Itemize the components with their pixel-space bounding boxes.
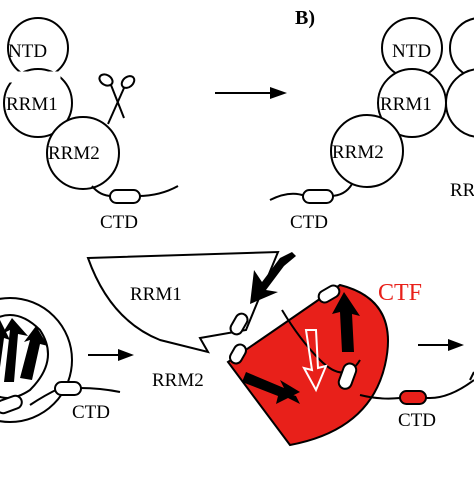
panel-label: B) — [295, 7, 315, 29]
top-left-ctd-capsule — [109, 189, 141, 204]
rrm2-domain — [46, 116, 120, 190]
bottom-middle-ctd-label: CTD — [398, 410, 436, 431]
ctf-strand-arrow — [302, 329, 328, 393]
ctf-strand-arrow — [332, 292, 360, 352]
top-right-partial-label: RR — [450, 180, 474, 201]
bottom-middle-ctd-capsule — [399, 390, 427, 405]
ctf-strand-arrow — [242, 372, 300, 404]
top-right-rrm2-label: RRM2 — [332, 142, 384, 163]
bottom-rrm2-label: RRM2 — [152, 370, 204, 391]
ctf-label: CTF — [378, 280, 422, 306]
ctf-helix — [337, 362, 358, 390]
top-right-ctd-capsule — [302, 189, 334, 204]
ntd-domain-fragment — [449, 17, 474, 79]
bottom-left-ctd-label: CTD — [72, 402, 110, 423]
rrm2-domain-right — [330, 114, 404, 188]
top-right-ntd-label: NTD — [392, 41, 431, 62]
rrm1-domain-fragment — [445, 68, 474, 138]
rrm1-domain — [3, 68, 73, 138]
top-arrow — [215, 87, 287, 99]
top-left-ctd-label: CTD — [100, 212, 138, 233]
top-left-rrm2-label: RRM2 — [48, 143, 100, 164]
rrm1-half-domain — [86, 250, 280, 354]
beta-strand-arrow — [0, 320, 10, 368]
beta-strand-arrow — [2, 318, 28, 382]
scissors-icon — [98, 73, 136, 125]
top-left-ntd-label: NTD — [8, 41, 47, 62]
top-right-protein — [330, 17, 474, 188]
top-right-ctd-label: CTD — [290, 212, 328, 233]
bottom-right-arrow — [418, 339, 464, 351]
bottom-left-arrow — [88, 349, 134, 361]
top-right-rrm1-label: RRM1 — [380, 94, 432, 115]
bottom-left-fold — [0, 297, 73, 423]
cleavage-arrow — [250, 252, 296, 304]
beta-strand-arrow — [20, 326, 48, 380]
bottom-left-ctd-capsule — [54, 381, 82, 396]
bottom-rrm1-label: RRM1 — [130, 284, 182, 305]
top-left-rrm1-label: RRM1 — [6, 94, 58, 115]
top-left-protein — [3, 17, 120, 190]
